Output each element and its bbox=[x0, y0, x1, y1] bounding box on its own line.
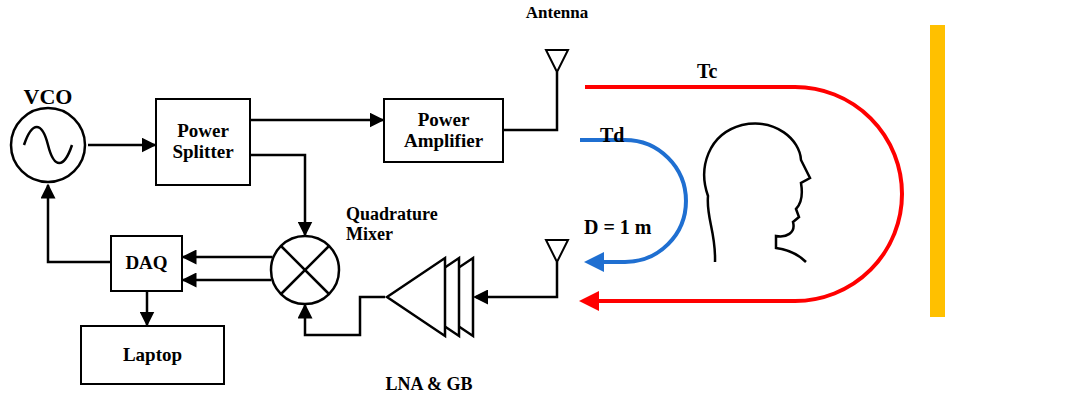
node-label: Power Splitter bbox=[157, 121, 249, 163]
node-label: DAQ bbox=[121, 253, 171, 274]
signal-connector bbox=[251, 119, 383, 122]
node-label: VCO bbox=[8, 85, 88, 109]
vco-circle bbox=[11, 108, 85, 182]
amplifier-box: Power Amplifier bbox=[383, 98, 504, 163]
sine-wave bbox=[24, 127, 72, 163]
signal-connector bbox=[183, 256, 273, 259]
splitter-box: Power Splitter bbox=[155, 98, 251, 186]
antenna-triangle bbox=[546, 50, 568, 72]
node-label: LNA & GB bbox=[379, 375, 479, 395]
signal-connector bbox=[48, 185, 110, 262]
rx-antenna bbox=[546, 240, 568, 262]
laptop-box: Laptop bbox=[80, 325, 225, 385]
vco-oscillator: VCO bbox=[8, 85, 88, 185]
delay-label: Tc bbox=[695, 60, 719, 82]
vco-symbol bbox=[8, 107, 88, 185]
node-label: Antenna bbox=[515, 4, 599, 23]
amplifier-stage bbox=[387, 258, 445, 336]
signal-connector bbox=[251, 155, 305, 235]
lna-amplifier: LNA & GB bbox=[385, 255, 473, 395]
daq-box: DAQ bbox=[110, 235, 183, 292]
tx-antenna: Antenna bbox=[515, 4, 599, 72]
wall bbox=[930, 25, 945, 317]
rx-feed-line bbox=[476, 262, 557, 297]
clutter-path bbox=[585, 87, 902, 301]
node-label: Quadrature Mixer bbox=[346, 205, 456, 245]
signal-connector bbox=[504, 72, 557, 130]
distance-label: D = 1 m bbox=[582, 216, 654, 238]
mixer-symbol bbox=[270, 235, 340, 305]
mixer-cross bbox=[281, 246, 329, 294]
signal-connector bbox=[183, 279, 272, 282]
signal-connector bbox=[88, 144, 155, 147]
mixer-circle-outline bbox=[271, 236, 339, 304]
node-label: Laptop bbox=[119, 345, 186, 366]
human-head bbox=[704, 124, 810, 262]
direct-path bbox=[580, 140, 686, 262]
mixer-circle: Quadrature Mixer bbox=[270, 235, 340, 305]
delay-label: Td bbox=[598, 124, 626, 146]
signal-connector bbox=[146, 292, 149, 325]
node-label: Power Amplifier bbox=[385, 110, 502, 152]
lna-symbol bbox=[385, 255, 473, 339]
